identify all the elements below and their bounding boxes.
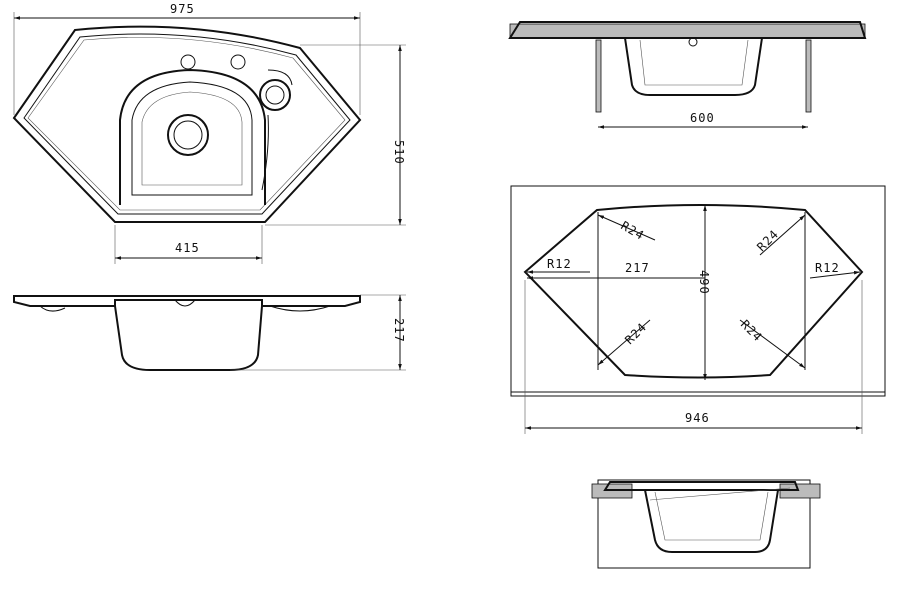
- dim-600-label: 600: [690, 111, 715, 125]
- drain-icon: [167, 114, 209, 156]
- cutout-outline: [523, 204, 864, 379]
- dim-217-label: 217: [392, 318, 406, 343]
- tap-hole-icon: [230, 54, 246, 70]
- dim-217-offset-label: 217: [625, 261, 650, 275]
- tap-hole-icon: [180, 54, 196, 70]
- sink-outline: [12, 25, 362, 223]
- corner-radius-label: R12: [547, 257, 572, 271]
- top-view: 975 510 415: [12, 2, 406, 264]
- corner-radius-label: R12: [815, 261, 840, 275]
- overflow-icon: [259, 79, 291, 111]
- front-view: 600: [508, 21, 867, 129]
- radius-label: R24: [619, 218, 647, 242]
- dim-415-label: 415: [175, 241, 200, 255]
- bowl-outline: [119, 68, 266, 205]
- dim-975-label: 975: [170, 2, 195, 16]
- side-view: 217: [13, 294, 406, 371]
- dim-490-label: 490: [697, 270, 711, 295]
- cutout-template: 490 217 R24 R24 R24 R24 R12 R12 946: [510, 185, 886, 434]
- dim-946-label: 946: [685, 411, 710, 425]
- end-view: [591, 479, 821, 569]
- radius-label: R24: [754, 227, 781, 254]
- dim-510-label: 510: [392, 140, 406, 165]
